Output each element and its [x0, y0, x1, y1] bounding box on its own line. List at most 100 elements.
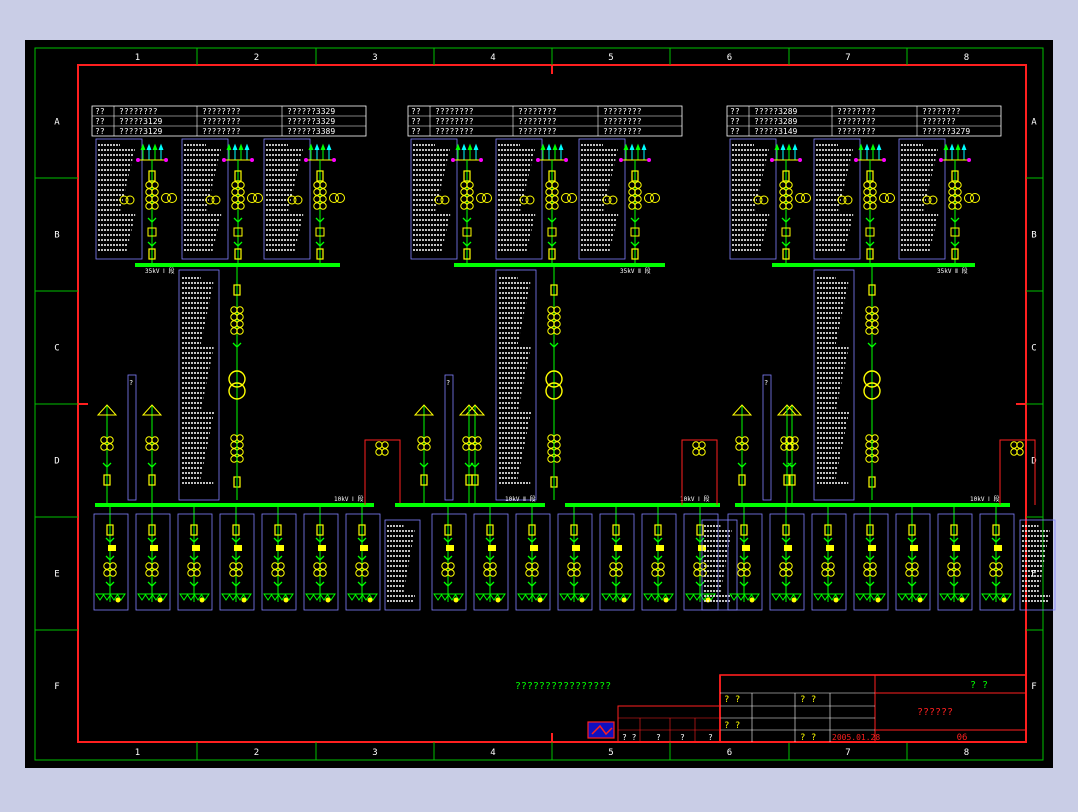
- ct-coil: [791, 443, 799, 451]
- arrester-symbol: [827, 593, 837, 601]
- equipment-list-box: [177, 513, 213, 611]
- breaker-symbol: [696, 524, 704, 536]
- node-dot: [325, 597, 331, 603]
- header-cell: ????????: [603, 107, 642, 116]
- disconnector-chevron: [781, 241, 791, 247]
- ct-coil: [786, 443, 794, 451]
- header-cell: ????????: [518, 127, 557, 136]
- cable-tag: [994, 545, 1002, 551]
- arrester-symbol: [876, 593, 886, 601]
- disconnector-chevron: [781, 581, 791, 587]
- ct-coil: [699, 569, 707, 577]
- feeder-arrow: [232, 143, 238, 151]
- disconnector-chevron: [443, 581, 453, 587]
- ct-coil: [553, 313, 561, 321]
- breaker-symbol: [951, 248, 959, 260]
- pt-symbol: [287, 195, 297, 205]
- header-cell: ????????: [435, 107, 474, 116]
- header-cell: ??????3389: [287, 127, 335, 136]
- arrester-symbol: [517, 593, 527, 601]
- arrester-symbol: [995, 593, 1005, 601]
- ct-coil: [699, 562, 707, 570]
- pt-symbol: [928, 195, 938, 205]
- transformer-small: [482, 193, 492, 203]
- transformer-small: [476, 193, 486, 203]
- disconnector-chevron: [865, 555, 875, 561]
- feeder-arrow: [876, 143, 882, 151]
- disconnector-chevron: [569, 581, 579, 587]
- equipment-list-box: [813, 138, 861, 260]
- equipment-list-box: [473, 513, 509, 611]
- pt-symbol: [602, 195, 612, 205]
- breaker-symbol: [274, 524, 282, 536]
- header-cell: ????????: [603, 117, 642, 126]
- equipment-list-box: [263, 138, 311, 260]
- ct-coil: [236, 434, 244, 442]
- feeder-arrow: [552, 143, 558, 151]
- node-dot: [157, 597, 163, 603]
- arrester-symbol: [221, 593, 231, 601]
- feeder-arrow: [961, 143, 967, 151]
- disconnector-chevron: [907, 537, 917, 543]
- disconnector-chevron: [737, 462, 747, 468]
- breaker-symbol: [358, 524, 366, 536]
- disconnector-chevron: [823, 581, 833, 587]
- ct-coil: [151, 195, 159, 203]
- ct-coil: [466, 188, 474, 196]
- equipment-list-box: [599, 513, 635, 611]
- ct-coil: [237, 202, 245, 210]
- breaker-symbol: [148, 248, 156, 260]
- disconnector-chevron: [315, 241, 325, 247]
- transformer-small: [795, 193, 805, 203]
- breaker-symbol: [782, 248, 790, 260]
- ct-coil: [361, 569, 369, 577]
- ct-coil: [319, 202, 327, 210]
- disconnector-chevron: [949, 581, 959, 587]
- arrester-symbol: [102, 593, 112, 601]
- breaker-symbol: [908, 524, 916, 536]
- substation-diagram: 10kV Ⅰ 段?: [93, 138, 486, 611]
- transformer-small: [329, 193, 339, 203]
- equipment-list-box: [937, 513, 973, 611]
- disconnector-chevron: [611, 555, 621, 561]
- transformer-winding-primary: [863, 370, 881, 388]
- feeder-arrow: [308, 143, 314, 151]
- breaker-symbol: [316, 170, 324, 182]
- pt-symbol: [525, 195, 535, 205]
- breaker-symbol: [631, 170, 639, 182]
- ct-coil: [785, 202, 793, 210]
- node-dot: [917, 597, 923, 603]
- pt-symbol: [434, 195, 444, 205]
- ct-coil: [791, 436, 799, 444]
- cable-tag: [952, 545, 960, 551]
- pt-symbol: [753, 195, 763, 205]
- cable-tag: [150, 545, 158, 551]
- disconnector-chevron: [991, 537, 1001, 543]
- company-logo: [587, 721, 615, 739]
- node-dot: [619, 158, 623, 162]
- ct-coil: [954, 195, 962, 203]
- transformer-winding-primary: [228, 370, 246, 388]
- cable-tag: [360, 545, 368, 551]
- row-label-right: B: [1031, 231, 1036, 241]
- col-label-bottom: 4: [490, 748, 495, 758]
- arrester-symbol: [643, 593, 653, 601]
- disconnector-chevron: [357, 555, 367, 561]
- ct-coil: [319, 188, 327, 196]
- breaker-symbol: [992, 524, 1000, 536]
- node-dot: [959, 597, 965, 603]
- arrester-symbol: [566, 593, 576, 601]
- ct-coil: [151, 181, 159, 189]
- transformer-winding-primary: [545, 370, 563, 388]
- col-label-bottom: 1: [135, 748, 140, 758]
- arrester-symbol: [685, 593, 695, 601]
- header-cell: ?????3149: [754, 127, 798, 136]
- transformer-winding-secondary: [545, 382, 563, 400]
- ct-coil: [827, 562, 835, 570]
- breaker-symbol: [782, 524, 790, 536]
- disconnector-chevron: [232, 342, 242, 348]
- breaker-symbol: [234, 248, 242, 260]
- node-dot: [332, 158, 336, 162]
